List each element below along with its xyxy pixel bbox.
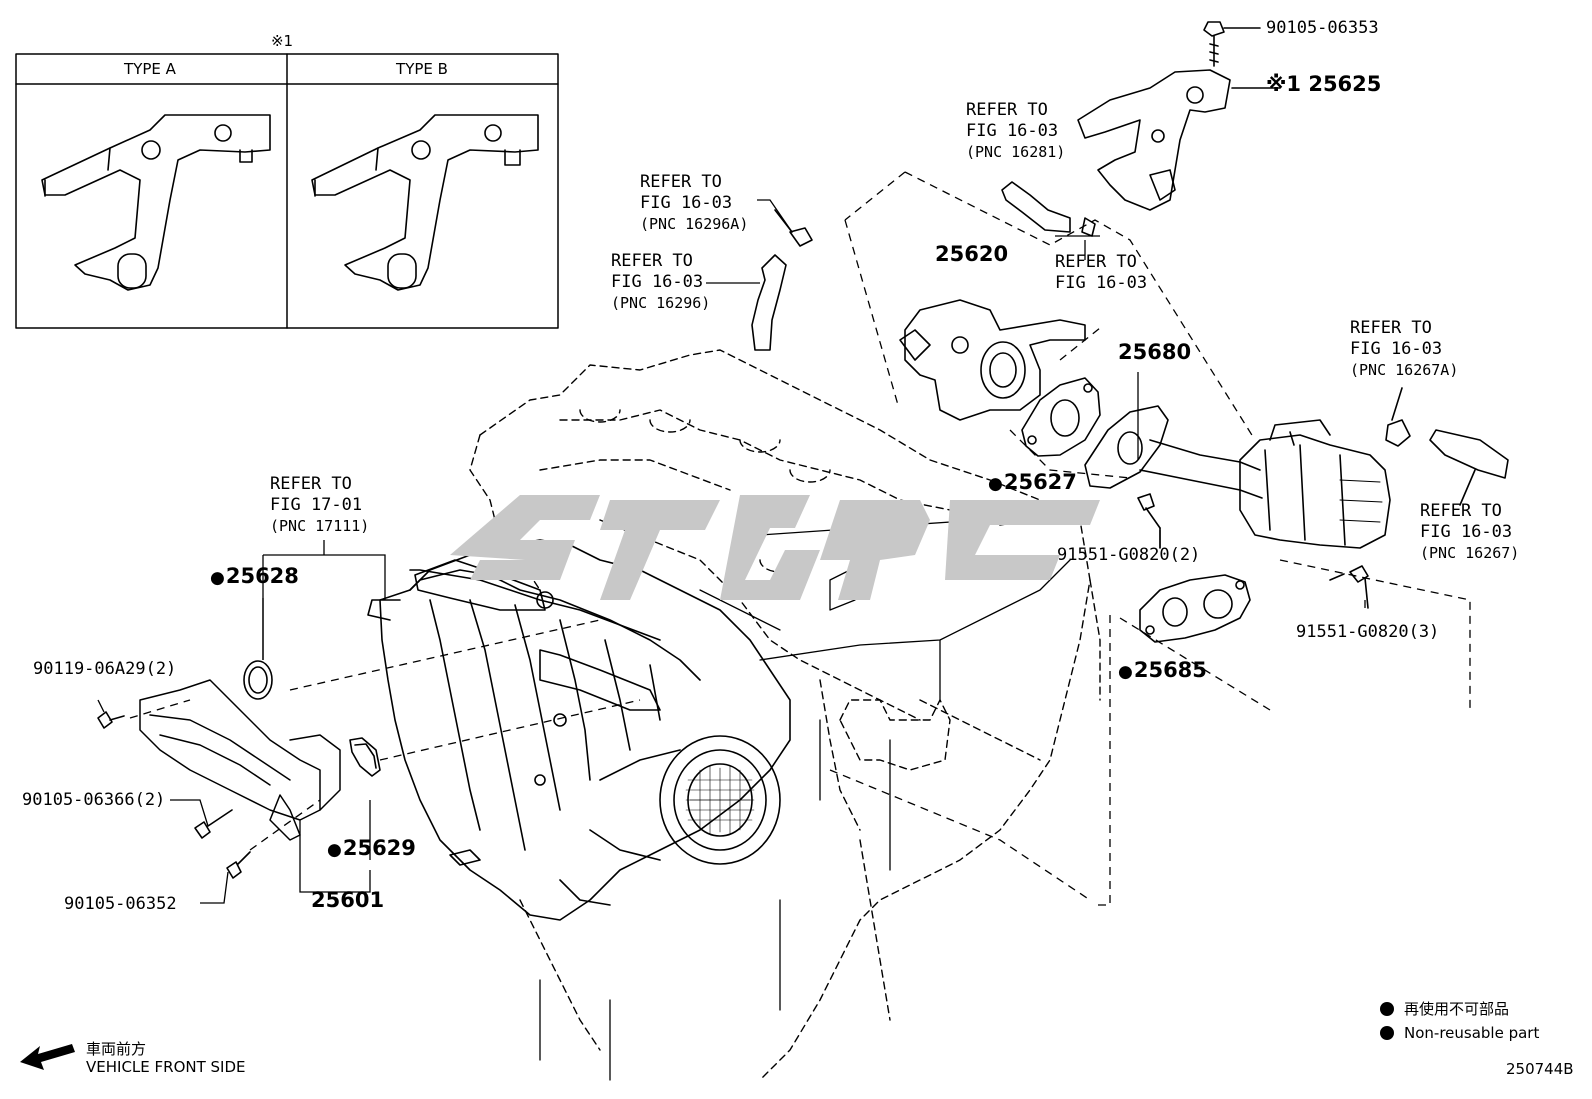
bolts-left-drawing: [97, 711, 251, 879]
part-label-25601[interactable]: 25601: [311, 888, 385, 912]
refer-line3: (PNC 16296A): [640, 215, 749, 233]
gasket-25685-drawing: [1139, 574, 1251, 643]
egr-cooler-drawing: [1239, 419, 1391, 549]
intake-cover-drawing: [139, 679, 341, 841]
refer-line2: FIG 16-03: [611, 272, 704, 292]
refer-line1: REFER TO: [1055, 252, 1137, 272]
hose-16267-drawing: [1429, 429, 1509, 506]
gasket-25629-drawing: [349, 737, 381, 777]
part-label-25628[interactable]: 25628: [210, 566, 299, 589]
part-label-25629[interactable]: 25629: [327, 838, 416, 861]
engine-block-solid-lines: [539, 559, 1071, 1081]
egr-pipe-25680-drawing: [1084, 405, 1263, 499]
bracket-25625-drawing: [1077, 69, 1281, 211]
part-label-90105-06352[interactable]: 90105-06352: [64, 894, 177, 914]
refer-line2: FIG 16-03: [1055, 273, 1148, 293]
refer-line1: REFER TO: [1420, 501, 1502, 521]
refer-line1: REFER TO: [270, 474, 352, 494]
vehicle-front-arrow: [20, 1044, 75, 1070]
vehicle-front-label-en: VEHICLE FRONT SIDE: [86, 1058, 246, 1076]
gasket-25628-drawing: [243, 660, 273, 700]
inset-note-mark: ※1: [270, 32, 294, 50]
refer-line3: (PNC 16267A): [1350, 361, 1459, 379]
type-inset-box: [15, 53, 559, 329]
assembly-dashed-lines: [129, 171, 1471, 906]
part-label-25627[interactable]: 25627: [988, 472, 1077, 495]
part-label-90105-06353[interactable]: 90105-06353: [1266, 18, 1379, 38]
inset-type-b-header: TYPE B: [396, 60, 448, 78]
refer-note-16296[interactable]: REFER TO FIG 16-03 (PNC 16296): [611, 251, 710, 314]
legend-text-en: Non-reusable part: [1404, 1024, 1540, 1042]
bracket-type-b-drawing: [311, 114, 539, 291]
part-label-25680[interactable]: 25680: [1118, 340, 1192, 364]
refer-line1: REFER TO: [1350, 318, 1432, 338]
throttle-mesh: [685, 765, 755, 835]
refer-note-16296a[interactable]: REFER TO FIG 16-03 (PNC 16296A): [640, 172, 748, 235]
refer-line2: FIG 16-03: [1420, 522, 1513, 542]
refer-note-17111[interactable]: REFER TO FIG 17-01 (PNC 17111): [270, 474, 369, 537]
refer-line3: (PNC 16267): [1420, 544, 1520, 562]
refer-note-16267a[interactable]: REFER TO FIG 16-03 (PNC 16267A): [1350, 318, 1458, 381]
refer-line3: (PNC 16296): [611, 294, 711, 312]
vehicle-front-label-jp: 車両前方: [86, 1040, 147, 1058]
part-label-90105-06366[interactable]: 90105-06366(2): [22, 790, 166, 810]
bullet-icon: [1380, 1026, 1394, 1040]
bullet-icon: [1380, 1002, 1394, 1016]
part-label-91551-g0820-3[interactable]: 91551-G0820(3): [1296, 622, 1440, 642]
part-label-25685[interactable]: 25685: [1118, 660, 1207, 683]
egr-valve-25620-drawing: [899, 299, 1086, 421]
gasket-25627-drawing: [1021, 377, 1101, 457]
bracket-type-a-drawing: [41, 114, 271, 291]
legend-non-reusable-en: Non-reusable part: [1380, 1024, 1539, 1042]
refer-line3: (PNC 16281): [966, 143, 1066, 161]
refer-line1: REFER TO: [611, 251, 693, 271]
part-label-25625[interactable]: ※1 25625: [1266, 72, 1382, 96]
legend-text-jp: 再使用不可部品: [1404, 1000, 1510, 1018]
refer-line2: FIG 17-01: [270, 495, 363, 515]
refer-line2: FIG 16-03: [640, 193, 733, 213]
bolt-90105-06353-drawing: [1203, 21, 1261, 67]
hose-16267a-drawing: [1385, 387, 1411, 447]
refer-line2: FIG 16-03: [1350, 339, 1443, 359]
hose-16296-drawing: [751, 254, 787, 351]
figure-id: 250744B: [1506, 1060, 1574, 1078]
part-label-91551-g0820-2[interactable]: 91551-G0820(2): [1057, 545, 1201, 565]
refer-line2: FIG 16-03: [966, 121, 1059, 141]
refer-line1: REFER TO: [640, 172, 722, 192]
refer-note-16267[interactable]: REFER TO FIG 16-03 (PNC 16267): [1420, 501, 1519, 564]
refer-note-16281[interactable]: REFER TO FIG 16-03 (PNC 16281): [966, 100, 1065, 163]
refer-line1: REFER TO: [966, 100, 1048, 120]
part-label-25620[interactable]: 25620: [935, 242, 1009, 266]
inset-type-a-header: TYPE A: [124, 60, 176, 78]
part-label-90119-06a29[interactable]: 90119-06A29(2): [33, 659, 177, 679]
intake-manifold-drawing: [367, 539, 791, 921]
legend-non-reusable-jp: 再使用不可部品: [1380, 998, 1509, 1019]
watermark-logo: [450, 495, 1100, 600]
refer-note-16-03[interactable]: REFER TO FIG 16-03: [1055, 252, 1147, 294]
refer-line3: (PNC 17111): [270, 517, 370, 535]
